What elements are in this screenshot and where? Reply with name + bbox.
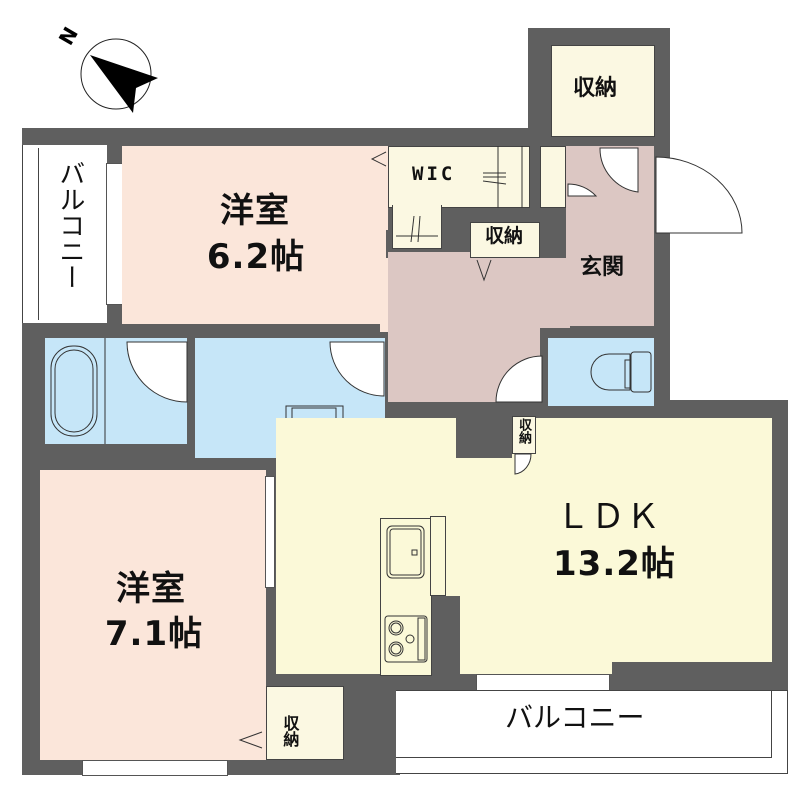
walk-in-closet [388,146,530,208]
storage-hall-label: 収納 [485,225,524,247]
door-swing-icon[interactable] [566,146,639,236]
western-room-1-name: 洋室 [220,191,290,231]
kitchen-wall-panel [430,516,446,596]
door-swing-icon[interactable] [494,355,544,406]
toilet-room [548,338,654,406]
ldk-ext [460,596,612,674]
opening-arrow-icon [476,259,492,282]
svg-text:N: N [54,23,83,50]
kitchen-sink-icon [386,525,425,579]
storage-top-label: 収納 [573,76,618,101]
toilet-icon [590,351,652,393]
window [265,476,275,588]
wall [430,596,460,676]
balcony-south [396,690,788,774]
ldk-name: ＬＤＫ [556,497,661,537]
balcony-south-label: バルコニー [505,701,645,734]
storage-top [551,45,655,137]
storage-ldk [512,416,536,454]
north-arrow-icon: N [54,23,158,113]
wic-label: WIC [412,163,456,185]
window [82,760,228,776]
wall [612,662,772,692]
western-room-2-size: 7.1帖 [104,614,204,654]
balcony-west-inner [38,148,104,320]
hanger-rail-icon [396,146,523,243]
bathtub-icon [50,338,106,444]
door-swing-icon[interactable] [328,341,398,412]
size-text: 6.2帖 [206,237,306,277]
door-swing-icon[interactable] [513,453,543,484]
storage-room2-label: 収納 [280,715,300,747]
walk-in-closet-ext [392,205,442,249]
front-door-icon[interactable] [654,155,754,245]
opening-arrow-icon [370,151,387,167]
balcony-west-label: バルコニー [54,160,85,290]
western-room-1 [122,146,388,324]
wall [456,418,512,458]
western-room-1-size: 6.2帖 [206,237,306,277]
western-room-2-name: 洋室 [116,569,186,609]
stove-icon [384,615,428,663]
shoe-cabinet [540,146,566,208]
western-room-2 [40,470,266,760]
entrance-label: 玄関 [580,255,625,280]
hallway-ext [470,258,570,328]
ldk-size: 13.2帖 [553,544,676,584]
storage-ldk-label: 収納 [515,418,531,444]
opening-arrow-icon [238,731,263,749]
compass: N [50,20,160,113]
door-swing-icon[interactable] [125,341,195,412]
storage-hall [470,222,540,258]
storage-room2 [266,686,344,760]
balcony-south-inner [396,690,772,758]
